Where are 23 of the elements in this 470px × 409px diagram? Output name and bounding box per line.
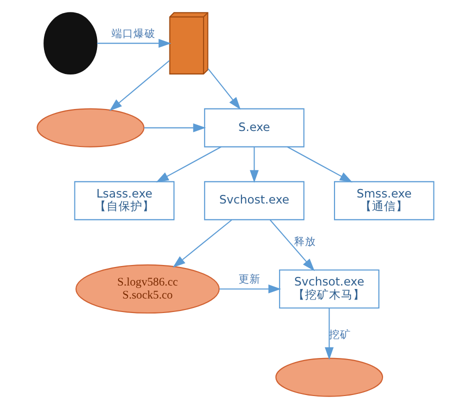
node-person xyxy=(43,12,97,74)
node-ellipse: S.logv586.cc S.sock5.co xyxy=(75,264,220,314)
node-cloud xyxy=(36,108,144,148)
arrow xyxy=(156,146,221,182)
node-box: Svchost.exe xyxy=(204,181,304,220)
arrow xyxy=(218,284,281,294)
edge-label: 端口爆破 xyxy=(110,28,155,40)
arrow xyxy=(207,68,240,110)
node-box: Lsass.exe 【自保护】 xyxy=(74,181,174,220)
edge-label: 释放 xyxy=(293,236,316,248)
arrow xyxy=(108,60,170,111)
arrow xyxy=(324,308,334,360)
node-box: Svchsot.exe 【挖矿木马】 xyxy=(278,269,379,309)
arrow xyxy=(286,146,352,182)
node-box: Smss.exe 【通信】 xyxy=(333,181,434,220)
node-box: S.exe xyxy=(204,108,304,148)
edge-label: 更新 xyxy=(238,274,260,286)
arrow xyxy=(249,147,258,183)
arrow xyxy=(96,38,171,48)
node-cloud xyxy=(274,358,383,397)
arrow xyxy=(172,220,232,268)
arrow xyxy=(269,220,314,272)
arrow xyxy=(143,123,206,132)
